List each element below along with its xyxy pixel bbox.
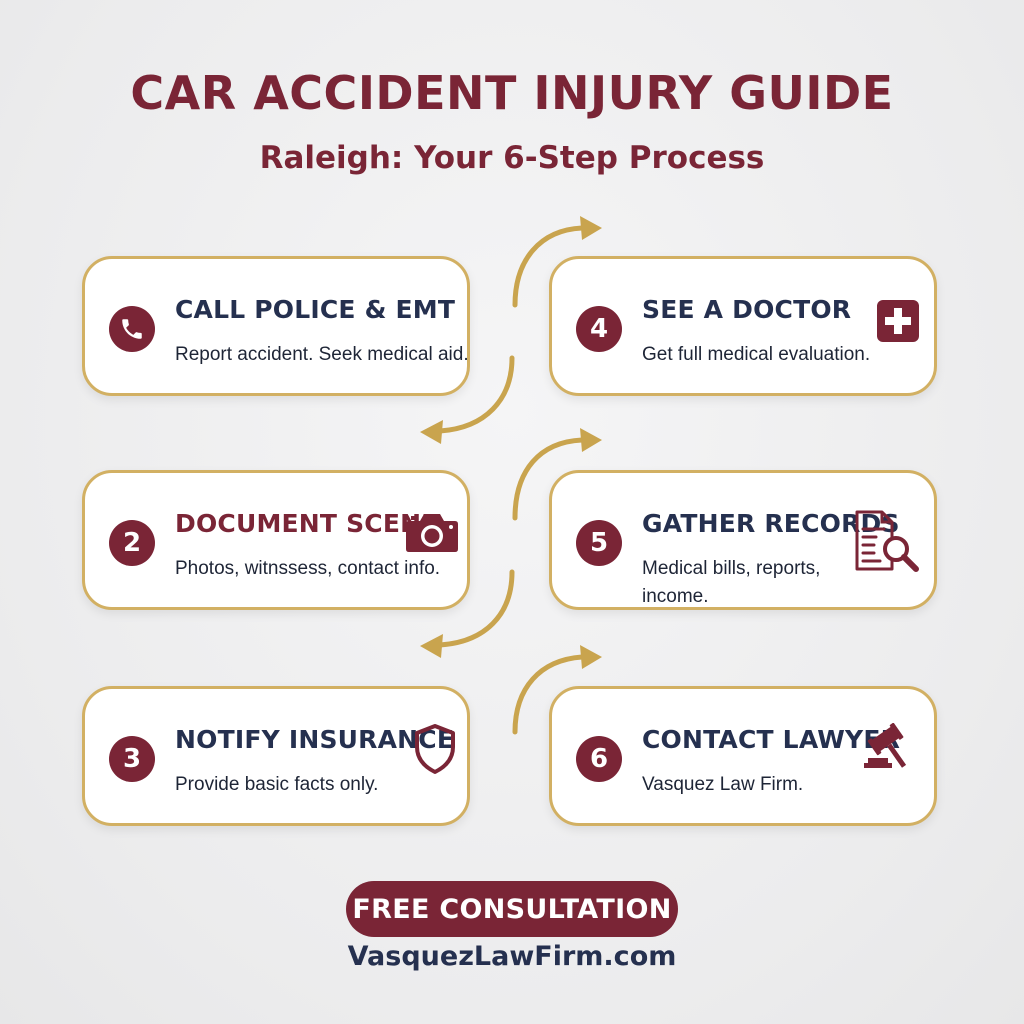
step-desc-2: Photos, witnssess, contact info. (175, 558, 441, 579)
step-desc-3: Provide basic facts only. (175, 774, 379, 795)
step-number-6: 6 (576, 736, 622, 782)
medical-cross-icon (877, 300, 919, 342)
free-consultation-button[interactable]: FREE CONSULTATION (346, 881, 678, 937)
arrowhead-up-2 (580, 428, 602, 452)
arrowhead-up-1 (580, 216, 602, 240)
page-subtitle: Raleigh: Your 6-Step Process (259, 140, 765, 176)
website-link[interactable]: VasquezLawFirm.com (347, 941, 677, 972)
step-title-2: DOCUMENT SCENE (175, 509, 439, 538)
gavel-icon (864, 723, 907, 768)
document-search-icon (855, 510, 919, 572)
arrowhead-up-3 (580, 645, 602, 669)
step-card-6: 6 CONTACT LAWYER Vasquez Law Firm. (549, 686, 937, 826)
step-desc-4: Get full medical evaluation. (642, 344, 871, 365)
step-card-5: 5 GATHER RECORDS Medical bills, reports,… (549, 470, 937, 610)
step-number-4: 4 (576, 306, 622, 352)
step-title-1: CALL POLICE & EMT (175, 295, 456, 324)
step-card-2: 2 DOCUMENT SCENE Photos, witnssess, cont… (82, 470, 470, 610)
step-card-4: 4 SEE A DOCTOR Get full medical evaluati… (549, 256, 937, 396)
step-title-4: SEE A DOCTOR (642, 295, 852, 324)
arrowhead-down-1 (420, 420, 443, 444)
step-title-6: CONTACT LAWYER (642, 725, 901, 754)
phone-icon (122, 319, 142, 339)
step-number-5: 5 (576, 520, 622, 566)
step-title-3: NOTIFY INSURANCE (175, 725, 455, 754)
step-number-1 (109, 306, 155, 352)
step-number-2: 2 (109, 520, 155, 566)
step-card-1: CALL POLICE & EMT Report accident. Seek … (82, 256, 470, 396)
step-desc-6: Vasquez Law Firm. (642, 774, 804, 795)
step-number-3: 3 (109, 736, 155, 782)
page-title: CAR ACCIDENT INJURY GUIDE (130, 66, 894, 120)
step-desc-5: Medical bills, reports, income. (642, 558, 821, 607)
arrowhead-down-2 (420, 634, 443, 658)
shield-icon (415, 724, 455, 774)
step-card-3: 3 NOTIFY INSURANCE Provide basic facts o… (82, 686, 470, 826)
camera-icon (406, 514, 458, 552)
step-desc-1: Report accident. Seek medical aid. (175, 344, 469, 365)
